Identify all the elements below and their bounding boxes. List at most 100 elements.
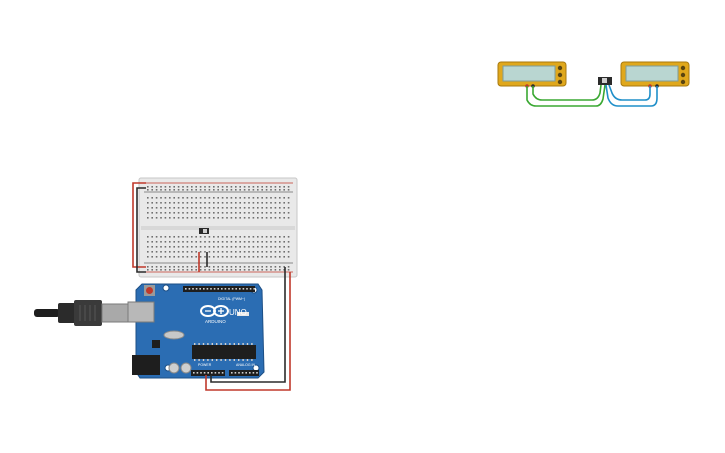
breadboard-hole bbox=[195, 197, 197, 199]
breadboard-hole bbox=[283, 241, 285, 243]
breadboard-hole bbox=[191, 236, 193, 238]
meter-wire-green-1[interactable] bbox=[526, 84, 606, 107]
header-pin bbox=[253, 288, 255, 290]
multimeter-right[interactable] bbox=[620, 61, 690, 88]
breadboard-hole bbox=[169, 251, 171, 253]
chip-pin bbox=[224, 343, 227, 345]
breadboard-hole bbox=[195, 217, 197, 219]
breadboard-hole bbox=[221, 207, 224, 209]
breadboard-hole bbox=[243, 269, 246, 271]
header-pin bbox=[196, 372, 199, 374]
breadboard-hole bbox=[257, 186, 259, 188]
breadboard-hole bbox=[164, 202, 167, 204]
breadboard-hole bbox=[243, 202, 246, 204]
wire-gnd-black[interactable] bbox=[210, 267, 286, 383]
breadboard-hole bbox=[213, 202, 215, 204]
multimeter-right-knob[interactable] bbox=[680, 79, 686, 85]
meter-wire-blue-1[interactable] bbox=[605, 84, 658, 107]
breadboard-hole bbox=[191, 241, 193, 243]
breadboard-hole bbox=[221, 251, 224, 253]
breadboard-hole bbox=[199, 186, 202, 188]
breadboard-hole bbox=[287, 186, 290, 188]
breadboard-hole bbox=[195, 189, 197, 191]
breadboard-hole bbox=[287, 207, 290, 209]
breadboard-hole bbox=[283, 266, 285, 268]
header-pin bbox=[252, 372, 255, 374]
breadboard-hole bbox=[283, 251, 285, 253]
usb-plug-icon[interactable] bbox=[34, 300, 129, 326]
breadboard-slide-switch[interactable] bbox=[199, 228, 209, 234]
breadboard-hole bbox=[177, 241, 180, 243]
wire-rail-red-left[interactable] bbox=[132, 182, 146, 268]
breadboard-hole bbox=[177, 256, 180, 258]
breadboard-hole bbox=[186, 269, 189, 271]
breadboard-hole bbox=[283, 246, 285, 248]
breadboard-hole bbox=[279, 251, 281, 253]
breadboard-hole bbox=[147, 186, 149, 188]
breadboard-hole bbox=[270, 251, 272, 253]
wire-rail-black-left[interactable] bbox=[136, 187, 146, 273]
breadboard-hole bbox=[248, 241, 250, 243]
breadboard-hole bbox=[217, 251, 219, 253]
breadboard-hole bbox=[204, 186, 206, 188]
breadboard-hole bbox=[235, 207, 237, 209]
breadboard-hole bbox=[230, 207, 233, 209]
breadboard-hole bbox=[182, 189, 184, 191]
multimeter-left-knob[interactable] bbox=[557, 79, 563, 85]
breadboard-hole bbox=[147, 202, 149, 204]
chip-pin bbox=[238, 343, 240, 345]
breadboard-hole bbox=[155, 217, 158, 219]
breadboard-hole bbox=[151, 241, 153, 243]
breadboard-hole bbox=[195, 251, 197, 253]
breadboard-hole bbox=[160, 251, 162, 253]
breadboard-hole bbox=[169, 202, 171, 204]
breadboard-hole bbox=[182, 266, 184, 268]
breadboard-hole bbox=[173, 251, 175, 253]
breadboard-hole bbox=[217, 241, 219, 243]
breadboard-hole bbox=[248, 197, 250, 199]
breadboard-hole bbox=[160, 212, 162, 214]
breadboard-hole bbox=[279, 266, 281, 268]
breadboard-hole bbox=[147, 256, 149, 258]
breadboard-hole bbox=[151, 212, 153, 214]
breadboard-hole bbox=[199, 251, 202, 253]
wire-5v-red[interactable] bbox=[205, 272, 291, 391]
meter-wire-blue-2[interactable] bbox=[608, 84, 651, 101]
header-pin bbox=[249, 288, 252, 290]
chip-pin bbox=[220, 343, 222, 345]
analog-header[interactable] bbox=[229, 370, 259, 376]
breadboard-hole bbox=[177, 251, 180, 253]
breadboard-hole bbox=[186, 197, 189, 199]
arduino-uno[interactable]: ARDUINO UNO DIGITAL (PWM~) POWER ANALOG … bbox=[127, 283, 265, 379]
top-slide-switch[interactable] bbox=[598, 77, 612, 85]
meter-wire-green-2[interactable] bbox=[532, 84, 602, 101]
breadboard-hole bbox=[160, 186, 162, 188]
chip-pin bbox=[220, 359, 222, 361]
breadboard-hole bbox=[235, 189, 237, 191]
breadboard-hole bbox=[257, 197, 259, 199]
multimeter-left[interactable] bbox=[497, 61, 567, 88]
breadboard[interactable] bbox=[138, 177, 298, 278]
breadboard-hole bbox=[235, 266, 237, 268]
breadboard-hole bbox=[239, 236, 241, 238]
breadboard-hole bbox=[195, 269, 197, 271]
breadboard-hole bbox=[182, 269, 184, 271]
breadboard-hole bbox=[186, 217, 189, 219]
header-pin bbox=[239, 288, 241, 290]
breadboard-hole bbox=[230, 241, 233, 243]
breadboard-hole bbox=[287, 202, 290, 204]
breadboard-hole bbox=[279, 207, 281, 209]
breadboard-hole bbox=[252, 197, 255, 199]
breadboard-hole bbox=[226, 189, 228, 191]
breadboard-hole bbox=[147, 212, 149, 214]
breadboard-hole bbox=[164, 246, 167, 248]
breadboard-hole bbox=[261, 251, 263, 253]
breadboard-hole bbox=[287, 217, 290, 219]
breadboard-hole bbox=[279, 256, 281, 258]
breadboard-hole bbox=[230, 217, 233, 219]
reset-button[interactable] bbox=[146, 287, 153, 294]
header-pin bbox=[249, 372, 251, 374]
header-pin bbox=[217, 288, 219, 290]
breadboard-hole bbox=[217, 212, 219, 214]
